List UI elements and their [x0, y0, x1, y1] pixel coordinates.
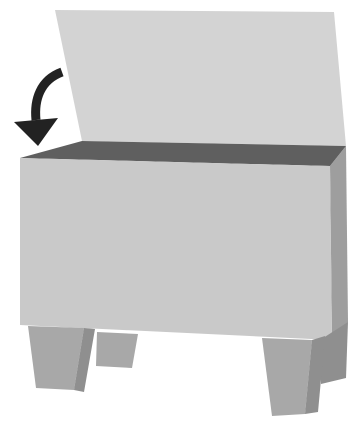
chest-front-panel	[20, 158, 332, 340]
chest-lid	[55, 10, 346, 146]
chest-leg-back-left	[96, 332, 138, 368]
chest-leg-front-right	[262, 338, 312, 416]
chest-side-panel	[330, 146, 348, 340]
curved-arrow-icon	[14, 72, 62, 146]
